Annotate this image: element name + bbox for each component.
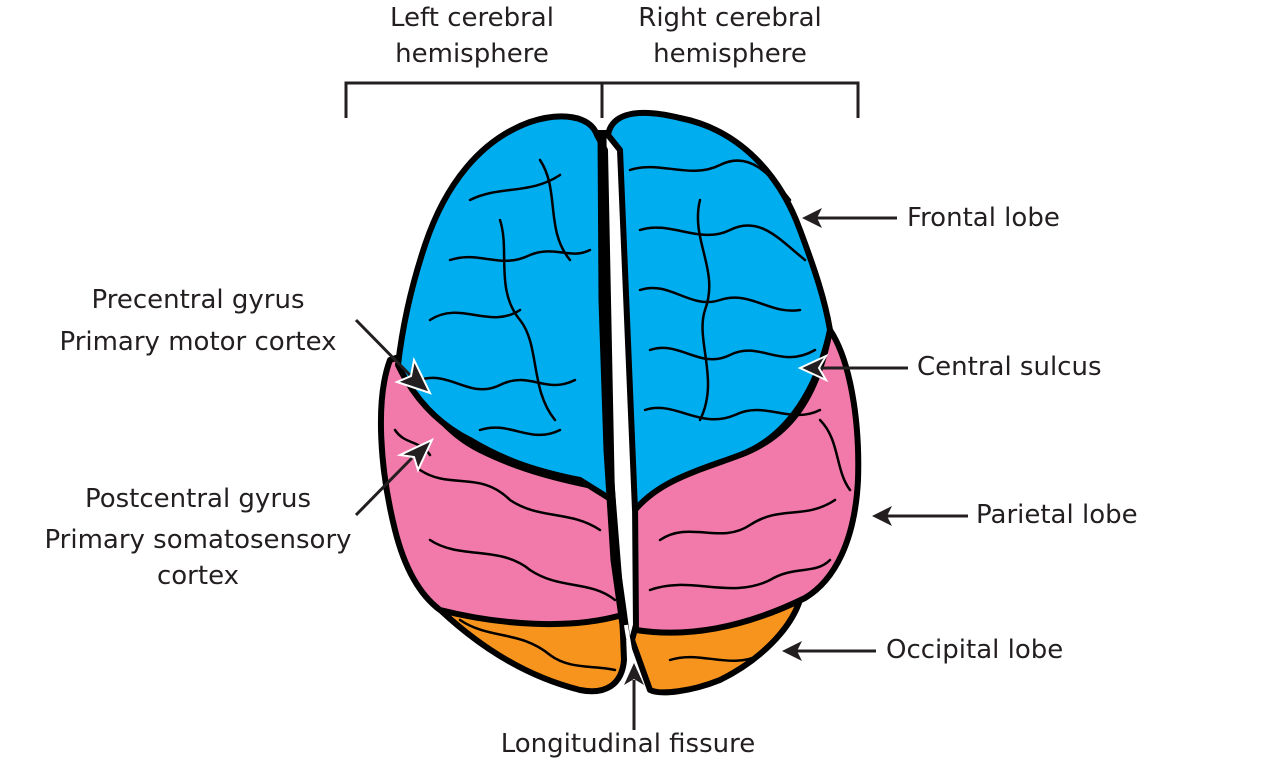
arrow-longitudinal-fissure	[624, 663, 644, 730]
label-postcentral-gyrus: Postcentral gyrus Primary somatosensory …	[28, 479, 368, 591]
label-right-hemisphere: Right cerebral hemisphere	[620, 0, 840, 72]
label-line: Right cerebral	[638, 3, 822, 33]
right-hemisphere	[605, 109, 862, 696]
label-line: hemisphere	[653, 39, 807, 69]
label-line: Primary somatosensory	[44, 525, 352, 555]
label-parietal-lobe: Parietal lobe	[976, 500, 1138, 530]
label-line: Postcentral gyrus	[84, 484, 312, 514]
label-central-sulcus: Central sulcus	[917, 352, 1102, 382]
label-line: Left cerebral	[390, 3, 554, 33]
arrow-parietal-lobe	[872, 506, 968, 526]
label-line: cortex	[156, 561, 239, 591]
arrow-occipital-lobe	[782, 641, 876, 661]
label-line: Primary motor cortex	[59, 327, 337, 357]
hemisphere-bracket	[344, 81, 860, 118]
arrow-postcentral-gyrus	[354, 437, 435, 517]
label-line: hemisphere	[395, 39, 549, 69]
label-occipital-lobe: Occipital lobe	[886, 635, 1064, 665]
label-frontal-lobe: Frontal lobe	[907, 203, 1060, 233]
longitudinal-fissure	[597, 129, 631, 641]
label-longitudinal-fissure: Longitudinal fissure	[500, 729, 756, 759]
label-line: Precentral gyrus	[91, 285, 305, 315]
left-frontal-lobe	[395, 113, 615, 503]
arrow-precentral-gyrus	[354, 318, 432, 395]
arrow-frontal-lobe	[802, 208, 897, 228]
label-left-hemisphere: Left cerebral hemisphere	[362, 0, 582, 72]
label-precentral-gyrus: Precentral gyrus Primary motor cortex	[30, 279, 366, 363]
arrow-central-sulcus	[797, 353, 908, 383]
left-hemisphere	[377, 113, 627, 695]
